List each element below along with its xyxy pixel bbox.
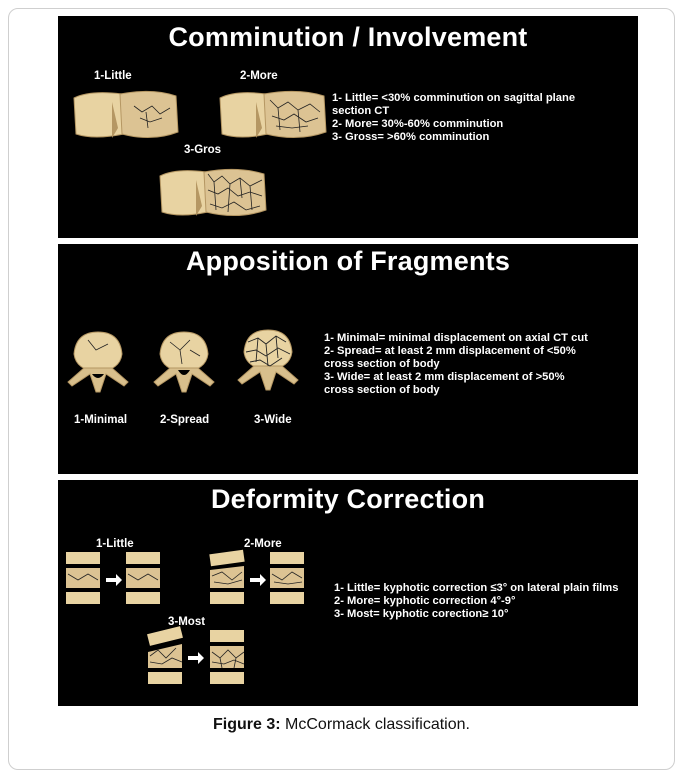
vertebra-lateral-little-illustration xyxy=(73,90,179,138)
comminution-label-more: 2-More xyxy=(240,70,278,82)
apposition-line-1: 1- Minimal= minimal displacement on axia… xyxy=(324,332,588,344)
comminution-label-little: 1-Little xyxy=(94,70,132,82)
comminution-line-4: 3- Gross= >60% comminution xyxy=(332,131,490,143)
apposition-title: Apposition of Fragments xyxy=(185,246,511,276)
apposition-line-5: cross section of body xyxy=(324,384,440,396)
deformity-line-2: 2- More= kyphotic correction 4°-9° xyxy=(334,595,516,607)
comminution-label-gros: 3-Gros xyxy=(184,144,222,156)
vertebra-axial-minimal-illustration xyxy=(67,331,129,393)
comminution-line-2: section CT xyxy=(332,105,390,117)
deformity-most-illustration xyxy=(147,626,245,684)
apposition-label-wide: 3-Wide xyxy=(254,414,292,426)
deformity-label-most: 3-Most xyxy=(168,616,206,628)
comminution-panel: Comminution / Involvement 1-Little 2-Mor… xyxy=(58,16,638,238)
figure-caption: Figure 3: McCormack classification. xyxy=(0,716,683,734)
apposition-line-2: 2- Spread= at least 2 mm displacement of… xyxy=(324,345,576,357)
deformity-panel: Deformity Correction 1-Little 2-More 3-M… xyxy=(58,480,638,706)
apposition-line-4: 3- Wide= at least 2 mm displacement of >… xyxy=(324,371,565,383)
deformity-line-3: 3- Most= kyphotic corection≥ 10° xyxy=(334,608,509,620)
deformity-label-more: 2-More xyxy=(244,538,282,550)
apposition-line-3: cross section of body xyxy=(324,358,440,370)
deformity-label-little: 1-Little xyxy=(96,538,134,550)
apposition-label-minimal: 1-Minimal xyxy=(74,414,128,426)
deformity-little-illustration xyxy=(66,552,160,604)
deformity-description: 1- Little= kyphotic correction ≤3° on la… xyxy=(334,582,618,621)
comminution-line-3: 2- More= 30%-60% comminution xyxy=(332,118,504,130)
caption-text: McCormack classification. xyxy=(280,716,470,733)
deformity-line-1: 1- Little= kyphotic correction ≤3° on la… xyxy=(334,582,619,594)
comminution-description: 1- Little= <30% comminution on sagittal … xyxy=(332,92,575,144)
comminution-title: Comminution / Involvement xyxy=(168,22,528,52)
vertebra-axial-wide-illustration xyxy=(237,329,299,391)
deformity-more-illustration xyxy=(209,549,304,604)
caption-label: Figure 3: xyxy=(213,716,281,733)
vertebra-lateral-gross-illustration xyxy=(159,168,267,216)
deformity-title: Deformity Correction xyxy=(210,484,486,514)
apposition-label-spread: 2-Spread xyxy=(160,414,210,426)
vertebra-lateral-more-illustration xyxy=(219,90,327,138)
apposition-panel: Apposition of Fragments 1-Minimal 2-Spre… xyxy=(58,244,638,474)
apposition-description: 1- Minimal= minimal displacement on axia… xyxy=(324,332,588,397)
comminution-line-1: 1- Little= <30% comminution on sagittal … xyxy=(332,92,576,104)
vertebra-axial-spread-illustration xyxy=(153,331,215,393)
